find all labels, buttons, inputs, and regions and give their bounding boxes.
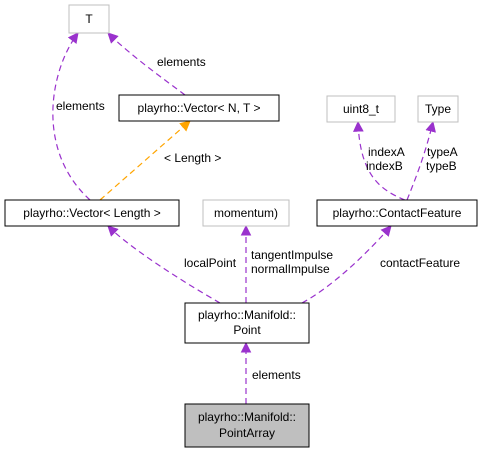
edge-label-tangent-impulse: tangentImpulse <box>251 248 333 262</box>
edge-contact-feature-to-type: typeA typeB <box>406 120 458 201</box>
node-vector-length-label: playrho::Vector< Length > <box>23 206 160 220</box>
edge-vector-length-to-vector-nt: < Length > <box>99 120 221 201</box>
node-t-label: T <box>85 12 93 26</box>
edge-vector-length-to-t: elements <box>52 32 105 201</box>
node-manifold-point-line1: playrho::Manifold:: <box>198 308 296 322</box>
edge-manifold-point-to-momentum: tangentImpulse normalImpulse <box>240 224 333 303</box>
edge-contact-feature-to-uint8: indexA indexB <box>352 120 406 201</box>
node-vector-length[interactable]: playrho::Vector< Length > <box>4 199 180 227</box>
node-point-array-line2: PointArray <box>219 426 275 440</box>
edge-label-point-array-elements: elements <box>252 368 301 382</box>
edge-label-vector-length-elements: elements <box>56 99 105 113</box>
node-momentum[interactable]: momentum) <box>202 199 290 227</box>
edge-label-index-b: indexB <box>366 159 403 173</box>
node-contact-feature-label: playrho::ContactFeature <box>333 206 462 220</box>
edge-label-vector-nt-elements: elements <box>157 55 206 69</box>
node-contact-feature[interactable]: playrho::ContactFeature <box>316 199 478 227</box>
node-vector-n-t[interactable]: playrho::Vector< N, T > <box>118 94 280 122</box>
node-t[interactable]: T <box>68 4 110 34</box>
node-manifold-point-line2: Point <box>233 323 261 337</box>
edge-label-contact-feature: contactFeature <box>380 256 460 270</box>
edge-point-array-to-manifold-point: elements <box>240 341 301 404</box>
edge-manifold-point-to-contact-feature: contactFeature <box>301 225 460 304</box>
edge-label-type-b: typeB <box>426 159 457 173</box>
node-type[interactable]: Type <box>417 95 459 123</box>
edge-label-local-point: localPoint <box>184 256 237 270</box>
edge-label-index-a: indexA <box>368 145 405 159</box>
edge-label-normal-impulse: normalImpulse <box>251 262 330 276</box>
edge-label-type-a: typeA <box>427 145 458 159</box>
node-point-array[interactable]: playrho::Manifold:: PointArray <box>184 403 310 448</box>
edge-label-length-template: < Length > <box>164 151 221 165</box>
node-manifold-point[interactable]: playrho::Manifold:: Point <box>184 302 310 344</box>
node-type-label: Type <box>425 102 451 116</box>
node-uint8-t[interactable]: uint8_t <box>326 95 396 123</box>
node-point-array-line1: playrho::Manifold:: <box>198 410 296 424</box>
node-vector-n-t-label: playrho::Vector< N, T > <box>138 101 261 115</box>
edge-vector-nt-to-t: elements <box>107 32 206 96</box>
node-uint8-t-label: uint8_t <box>343 102 380 116</box>
node-momentum-label: momentum) <box>214 206 278 220</box>
edge-manifold-point-to-vector-length: localPoint <box>107 225 237 304</box>
